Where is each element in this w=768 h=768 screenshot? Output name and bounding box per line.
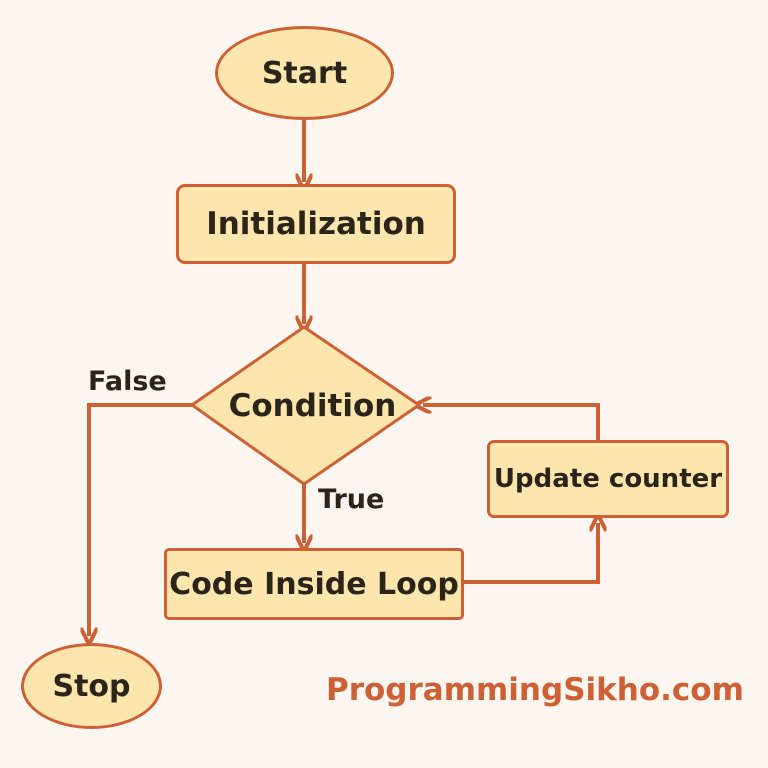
update-counter-node: Update counter [487, 440, 729, 518]
start-node: Start [215, 26, 394, 120]
condition-node: Condition [192, 327, 419, 484]
initialization-label: Initialization [206, 206, 426, 242]
stop-label: Stop [52, 668, 131, 704]
code-inside-loop-node: Code Inside Loop [164, 548, 464, 620]
initialization-node: Initialization [176, 184, 456, 264]
false-edge-label: False [88, 366, 167, 397]
arrow-update-to-condition [423, 405, 600, 440]
code-inside-loop-label: Code Inside Loop [169, 566, 459, 602]
true-edge-label: True [318, 484, 385, 515]
brand-watermark: ProgrammingSikho.com [326, 672, 744, 708]
stop-node: Stop [21, 643, 162, 729]
condition-diamond-shape [190, 325, 421, 486]
arrow-body-to-update [464, 523, 598, 584]
start-label: Start [261, 55, 348, 91]
update-counter-label: Update counter [493, 464, 723, 494]
condition-label: Condition [228, 387, 397, 424]
arrow-condition-to-stop [89, 403, 192, 636]
